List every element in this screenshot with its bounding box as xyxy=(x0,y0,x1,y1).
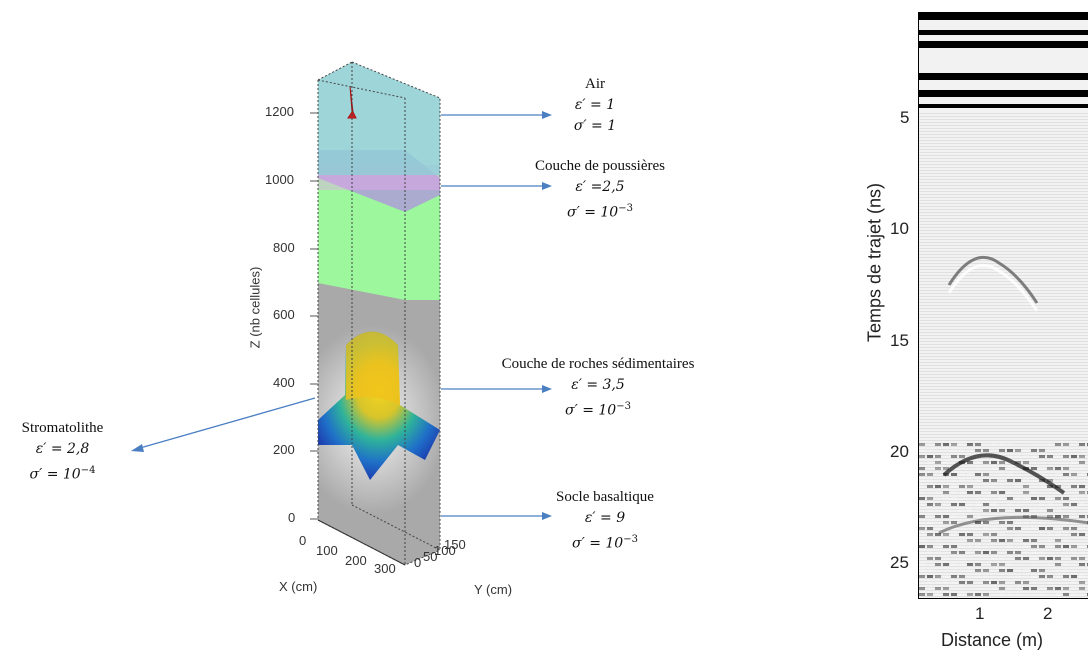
z-tick: 0 xyxy=(288,510,296,525)
radargram-x-label: Distance (m) xyxy=(941,630,1044,650)
radargram-x-tick: 1 xyxy=(975,604,985,623)
x-tick: 200 xyxy=(345,553,367,568)
z-tick: 200 xyxy=(273,442,295,457)
layer-permittivity: ε′ = 9 xyxy=(584,510,626,526)
layer-permittivity: ε′ = 3,5 xyxy=(571,377,625,393)
target-conductivity: σ′ = 10−4 xyxy=(29,465,96,483)
x-tick: 100 xyxy=(316,543,338,558)
z-tick: 1000 xyxy=(265,172,294,187)
radargram-y-label: Temps de trajet (ns) xyxy=(864,182,885,343)
layer-label-sediment: Couche de roches sédimentaires ε′ = 3,5 … xyxy=(468,354,728,422)
layer-name: Socle basaltique xyxy=(556,489,654,505)
layer-name: Couche de poussières xyxy=(535,158,665,174)
x-tick: 300 xyxy=(374,561,396,576)
radargram-y-tick: 25 xyxy=(890,553,909,572)
layer-name: Air xyxy=(585,76,605,92)
x-axis-label: X (cm) xyxy=(279,579,318,594)
layer-name: Couche de roches sédimentaires xyxy=(501,356,695,372)
x-tick: 0 xyxy=(299,533,307,548)
target-name: Stromatolithe xyxy=(21,420,104,436)
layer-label-basalt: Socle basaltique ε′ = 9 σ′ = 10−3 xyxy=(530,487,680,555)
radargram-y-tick: 5 xyxy=(900,108,910,127)
air-layer xyxy=(318,62,440,175)
layer-conductivity: σ′ = 10−3 xyxy=(567,203,633,221)
radargram-image xyxy=(918,12,1088,599)
target-label-stromatolite: Stromatolithe ε′ = 2,8 σ′ = 10−4 xyxy=(5,418,120,486)
layer-permittivity: ε′ = 1 xyxy=(574,97,616,113)
z-axis-label: Z (nb cellules) xyxy=(247,266,263,349)
z-tick: 1200 xyxy=(265,104,294,119)
model-3d-figure xyxy=(131,61,552,566)
layer-label-air: Air ε′ = 1 σ′ = 1 xyxy=(555,74,635,137)
layer-conductivity: σ′ = 1 xyxy=(573,118,617,134)
z-tick: 800 xyxy=(273,240,295,255)
radargram-y-tick: 15 xyxy=(890,331,909,350)
y-tick: 100 xyxy=(434,543,456,558)
radargram-x-tick: 2 xyxy=(1043,604,1053,623)
radargram-y-tick: 10 xyxy=(890,219,909,238)
y-tick: 50 xyxy=(423,549,438,564)
z-tick: 600 xyxy=(273,307,295,322)
layer-conductivity: σ′ = 10−3 xyxy=(572,534,638,552)
layer-label-dust: Couche de poussières ε′ =2,5 σ′ = 10−3 xyxy=(510,156,690,224)
y-tick: 150 xyxy=(444,537,466,552)
z-tick: 400 xyxy=(273,375,295,390)
y-axis-label: Y (cm) xyxy=(474,582,513,597)
y-tick: 0 xyxy=(414,555,422,570)
target-permittivity: ε′ = 2,8 xyxy=(35,441,90,457)
radargram-y-tick: 20 xyxy=(890,442,909,461)
layer-permittivity: ε′ =2,5 xyxy=(575,179,625,195)
layer-conductivity: σ′ = 10−3 xyxy=(565,401,631,419)
